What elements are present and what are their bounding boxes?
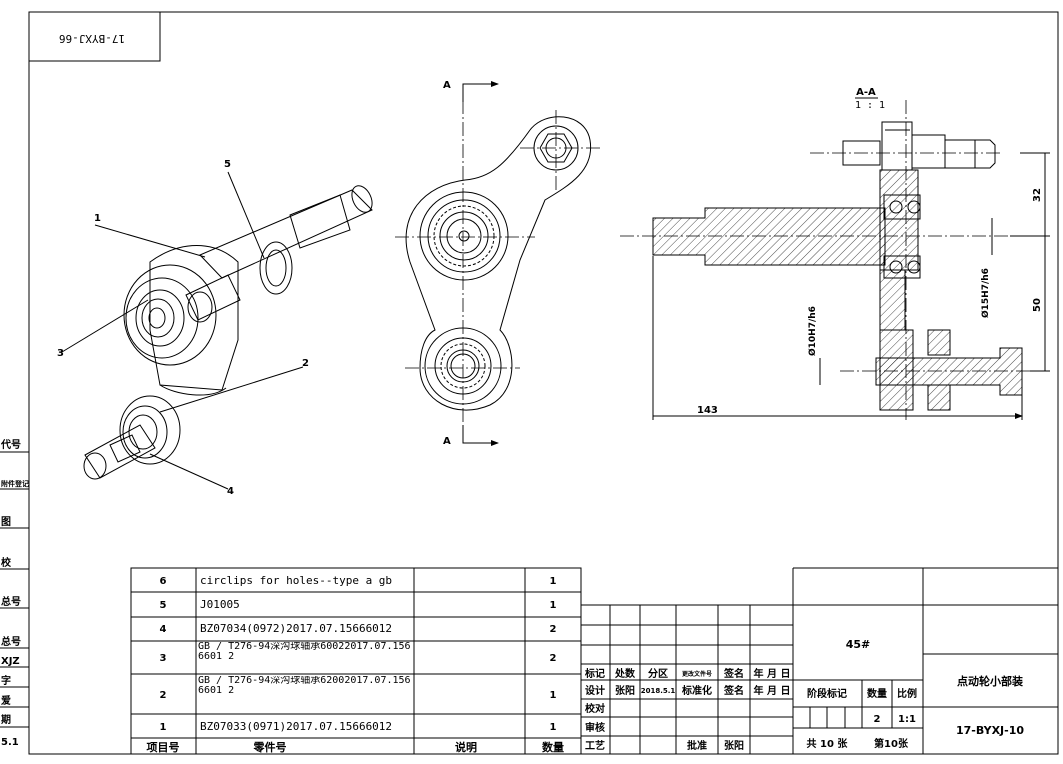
sheet-number: 第10张: [874, 737, 909, 750]
check-label: 校对: [585, 702, 605, 715]
review-label: 审核: [585, 721, 605, 734]
callout-5: 5: [224, 159, 231, 170]
bom-header-part: 零件号: [253, 740, 287, 754]
margin-label: 期: [1, 713, 11, 726]
approve-label: 批准: [687, 739, 707, 752]
rotated-code-box: 17-BYXJ-66: [28, 11, 161, 62]
drawing-number: 17-BYXJ-10: [956, 724, 1024, 737]
fit-small: Ø10H7/h6: [807, 306, 818, 356]
bom-qty: 1: [550, 690, 557, 701]
margin-label: 图: [1, 516, 11, 528]
rev-header: 更改文件号: [682, 670, 712, 678]
callout-1: 1: [94, 213, 101, 224]
section-scale: 1 : 1: [855, 100, 885, 111]
stage-label: 阶段标记: [807, 687, 847, 700]
margin-label: 爱: [1, 694, 11, 707]
qty-value: 2: [874, 714, 881, 725]
drawing-name: 点动轮小部装: [957, 674, 1023, 688]
sheets-total: 共 10 张: [807, 737, 849, 750]
margin-label: 5.1: [1, 737, 19, 748]
bom-qty: 1: [550, 600, 557, 611]
dim-50: 50: [1032, 298, 1043, 312]
dim-143: 143: [697, 405, 718, 416]
design-cell: 年 月 日: [754, 684, 791, 697]
section-view: A-A 1 : 1 143: [620, 87, 1050, 420]
bom-part: J01005: [200, 598, 240, 611]
fit-large: Ø15H7/h6: [980, 268, 991, 318]
process-label: 工艺: [585, 739, 605, 752]
rev-header: 签名: [723, 667, 744, 680]
rev-header: 年 月 日: [754, 667, 791, 680]
bom-part: BZ07033(0971)2017.07.15666012: [200, 720, 392, 733]
bom-header-qty: 数量: [542, 740, 564, 754]
margin-label: 附件登记: [1, 479, 29, 488]
front-view: A A: [395, 80, 600, 447]
rev-header: 标记: [584, 667, 605, 680]
bom-table: 6 circlips for holes--type a gb 1 5 J010…: [130, 567, 582, 755]
bom-qty: 2: [550, 653, 557, 664]
design-cell: 2018.5.1: [641, 687, 676, 695]
design-cell: 张阳: [615, 684, 635, 697]
bom-no: 3: [160, 653, 167, 664]
rev-header: 分区: [648, 667, 668, 680]
section-title: A-A: [856, 87, 876, 98]
margin-label: 总号: [1, 635, 21, 648]
callout-4: 4: [227, 486, 234, 497]
bom-no: 5: [160, 600, 167, 611]
title-block: 45# 点动轮小部装 17-BYXJ-10 标记 处数 分区 更改文件号 签名 …: [580, 567, 1059, 755]
callout-3: 3: [57, 348, 64, 359]
rev-header: 处数: [614, 667, 636, 680]
dim-32: 32: [1032, 188, 1043, 202]
design-cell: 签名: [723, 684, 744, 697]
bom-header-no: 项目号: [147, 741, 180, 754]
margin-label: 代号: [0, 438, 21, 451]
bom-qty: 1: [550, 576, 557, 587]
bom-part: GB / T276-94深沟球轴承60022017.07.1566601 2: [198, 642, 411, 662]
bom-header-desc: 说明: [455, 740, 477, 754]
material: 45#: [846, 638, 871, 651]
section-marker-top: A: [443, 80, 451, 91]
design-cell: 标准化: [681, 684, 712, 697]
qty-label: 数量: [867, 687, 887, 700]
bom-no: 1: [160, 722, 167, 733]
bom-qty: 1: [550, 722, 557, 733]
margin-label: 校: [1, 556, 12, 569]
bom-part: GB / T276-94深沟球轴承62002017.07.1566601 2: [198, 676, 411, 696]
margin-label: 总号: [1, 595, 21, 608]
scale-value: 1:1: [898, 714, 916, 725]
margin-label: 字: [1, 674, 11, 687]
scale-label: 比例: [897, 687, 917, 700]
approver-name: 张阳: [724, 739, 744, 752]
bom-no: 2: [160, 690, 167, 701]
left-margin-table: 代号 附件登记 图 校 总号 总号 XJZ 字 爱 期 5.1: [0, 438, 29, 748]
section-marker-bottom: A: [443, 436, 451, 447]
bom-no: 6: [160, 576, 167, 587]
design-cell: 设计: [585, 684, 605, 697]
bom-no: 4: [160, 624, 167, 635]
bom-part: BZ07034(0972)2017.07.15666012: [200, 622, 392, 635]
bom-part: circlips for holes--type a gb: [200, 574, 392, 587]
callout-2: 2: [302, 358, 309, 369]
bom-qty: 2: [550, 624, 557, 635]
rotated-code-text: 17-BYXJ-66: [59, 32, 125, 45]
isometric-view: 1 5 3 2 4: [57, 159, 373, 497]
margin-label: XJZ: [1, 656, 20, 667]
